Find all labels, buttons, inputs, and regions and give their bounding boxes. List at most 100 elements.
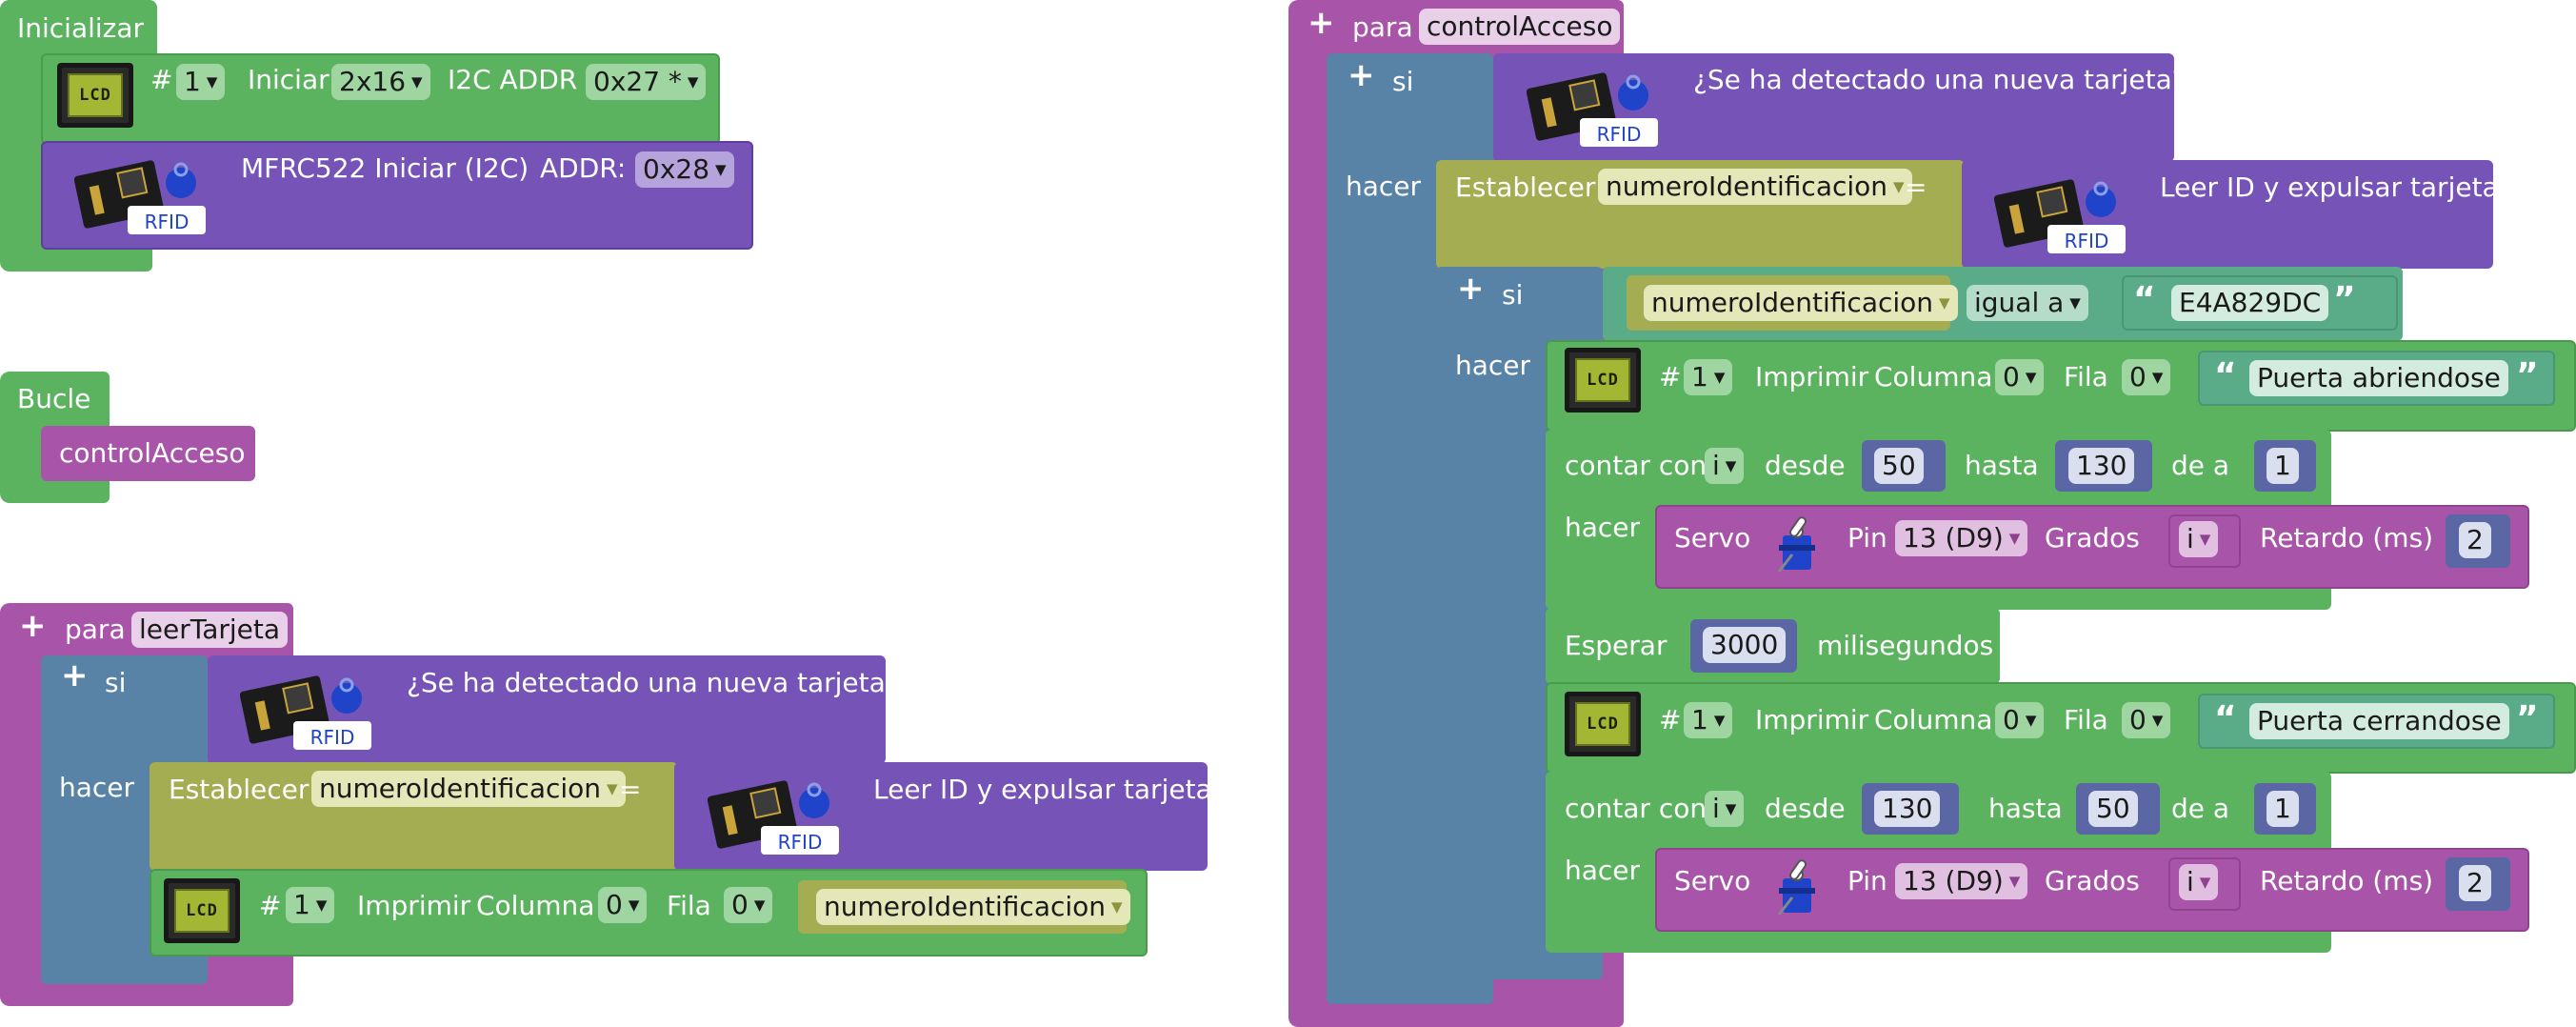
leer-print-var-dropdown[interactable]: numeroIdentificacion▼ bbox=[816, 889, 1130, 925]
svg-text:RFID: RFID bbox=[145, 211, 190, 233]
leer-establecer-label: Establecer bbox=[169, 774, 310, 805]
leer-eq: = bbox=[619, 774, 642, 805]
wait-value-field[interactable]: 3000 bbox=[1703, 627, 1787, 663]
control-acceso-name-field[interactable]: controlAcceso bbox=[1419, 9, 1621, 45]
leer-print-row-dropdown[interactable]: 0▼ bbox=[724, 887, 773, 923]
add-icon[interactable]: + bbox=[1308, 4, 1335, 42]
loop-open-hacer: hacer bbox=[1565, 512, 1641, 543]
loop-close-to-field[interactable]: 50 bbox=[2088, 791, 2138, 827]
control-var-dropdown[interactable]: numeroIdentificacion▼ bbox=[1598, 169, 1912, 205]
bucle-label: Bucle bbox=[17, 383, 91, 414]
servo-close-label: Servo bbox=[1674, 865, 1751, 896]
leer-print-id-dropdown[interactable]: 1▼ bbox=[286, 887, 335, 923]
print-close-id-dropdown[interactable]: 1▼ bbox=[1684, 702, 1733, 738]
quote-close-icon: ” bbox=[2516, 356, 2539, 395]
leer-condition-text: ¿Se ha detectado una nueva tarjeta? bbox=[407, 667, 900, 698]
lcd-hash: # bbox=[150, 64, 173, 95]
loop-open-contar: contar con bbox=[1565, 450, 1707, 481]
chevron-down-icon: ▼ bbox=[1939, 294, 1950, 312]
chevron-down-icon: ▼ bbox=[2151, 712, 2164, 729]
inner-text-field[interactable]: E4A829DC bbox=[2171, 285, 2329, 321]
svg-text:RFID: RFID bbox=[310, 726, 355, 749]
lcd-id-dropdown[interactable]: 1▼ bbox=[176, 64, 226, 100]
lcd-icon: LCD bbox=[1565, 692, 1641, 756]
loop-open-var-dropdown[interactable]: i▼ bbox=[1705, 448, 1745, 484]
print-open-columna: Columna bbox=[1874, 361, 1993, 393]
loop-close-dea: de a bbox=[2171, 793, 2230, 824]
print-close-row-dropdown[interactable]: 0▼ bbox=[2122, 702, 2171, 738]
servo-open-var-dropdown[interactable]: i▼ bbox=[2179, 521, 2219, 557]
quote-open-icon: “ bbox=[2214, 356, 2237, 395]
svg-text:RFID: RFID bbox=[1597, 123, 1642, 146]
print-open-text-field[interactable]: Puerta abriendose bbox=[2249, 360, 2508, 396]
control-acceso-para: para bbox=[1352, 11, 1413, 43]
svg-text:RFID: RFID bbox=[2065, 230, 2109, 252]
leer-print-columna: Columna bbox=[476, 890, 595, 921]
leer-si-label: si bbox=[105, 667, 127, 698]
print-close-col-dropdown[interactable]: 0▼ bbox=[1995, 702, 2045, 738]
control-hacer-label: hacer bbox=[1346, 171, 1422, 202]
chevron-down-icon: ▼ bbox=[2025, 712, 2037, 729]
servo-icon bbox=[1777, 516, 1815, 573]
chevron-down-icon: ▼ bbox=[2025, 369, 2037, 386]
leer-tarjeta-name-field[interactable]: leerTarjeta bbox=[131, 612, 289, 648]
servo-open-pin-dropdown[interactable]: 13 (D9)▼ bbox=[1895, 520, 2028, 556]
leer-print-fila: Fila bbox=[667, 890, 711, 921]
rfid-icon: RFID bbox=[1527, 72, 1658, 147]
loop-open-to-field[interactable]: 130 bbox=[2068, 448, 2135, 484]
add-icon[interactable]: + bbox=[19, 607, 47, 645]
rfid-icon: RFID bbox=[74, 160, 206, 234]
servo-open-delay-field[interactable]: 2 bbox=[2459, 522, 2491, 558]
print-close-text-field[interactable]: Puerta cerrandose bbox=[2249, 703, 2509, 739]
chevron-down-icon: ▼ bbox=[1111, 898, 1123, 916]
quote-open-icon: “ bbox=[2133, 280, 2156, 319]
leer-print-col-dropdown[interactable]: 0▼ bbox=[598, 887, 648, 923]
lcd-size-dropdown[interactable]: 2x16▼ bbox=[331, 64, 430, 100]
rfid-icon: RFID bbox=[240, 675, 371, 750]
servo-close-delay-field[interactable]: 2 bbox=[2459, 865, 2491, 901]
servo-close-pin-dropdown[interactable]: 13 (D9)▼ bbox=[1895, 863, 2028, 899]
loop-close-from-field[interactable]: 130 bbox=[1874, 791, 1941, 827]
chevron-down-icon: ▼ bbox=[628, 896, 640, 914]
loop-close-desde: desde bbox=[1765, 793, 1846, 824]
inner-var-dropdown[interactable]: numeroIdentificacion▼ bbox=[1644, 285, 1958, 321]
add-icon[interactable]: + bbox=[1457, 270, 1485, 308]
print-close-columna: Columna bbox=[1874, 704, 1993, 735]
bucle-call-block[interactable] bbox=[41, 426, 255, 481]
servo-close-pin-label: Pin bbox=[1847, 865, 1887, 896]
loop-open-step-field[interactable]: 1 bbox=[2266, 448, 2299, 484]
servo-close-var-dropdown[interactable]: i▼ bbox=[2179, 864, 2219, 900]
print-open-id-dropdown[interactable]: 1▼ bbox=[1684, 359, 1733, 395]
rfid-icon: RFID bbox=[1994, 179, 2126, 253]
inner-op-dropdown[interactable]: igual a▼ bbox=[1967, 285, 2088, 321]
rfid-init-label: MFRC522 Iniciar (I2C) bbox=[241, 152, 529, 184]
print-close-imprimir: Imprimir bbox=[1755, 704, 1869, 735]
chevron-down-icon: ▼ bbox=[411, 73, 423, 91]
chevron-down-icon: ▼ bbox=[1893, 178, 1905, 195]
lcd-i2c-label: I2C ADDR bbox=[448, 64, 578, 95]
loop-close-step-field[interactable]: 1 bbox=[2266, 791, 2299, 827]
print-open-row-dropdown[interactable]: 0▼ bbox=[2122, 359, 2171, 395]
chevron-down-icon: ▼ bbox=[315, 896, 328, 914]
add-icon[interactable]: + bbox=[61, 656, 89, 695]
servo-close-grados: Grados bbox=[2045, 865, 2140, 896]
control-condition-text: ¿Se ha detectado una nueva tarjeta? bbox=[1693, 64, 2187, 95]
inner-si-label: si bbox=[1502, 279, 1524, 311]
print-open-col-dropdown[interactable]: 0▼ bbox=[1995, 359, 2045, 395]
inicializar-label: Inicializar bbox=[17, 12, 145, 44]
loop-open-from-field[interactable]: 50 bbox=[1874, 448, 1924, 484]
rfid-addr-label: ADDR: bbox=[540, 152, 627, 184]
add-icon[interactable]: + bbox=[1348, 56, 1375, 94]
servo-open-retardo: Retardo (ms) bbox=[2260, 522, 2434, 554]
rfid-addr-dropdown[interactable]: 0x28▼ bbox=[635, 151, 734, 188]
print-close-hash: # bbox=[1659, 704, 1682, 735]
chevron-down-icon: ▼ bbox=[2199, 874, 2211, 891]
loop-close-var-dropdown[interactable]: i▼ bbox=[1705, 791, 1745, 827]
print-open-fila: Fila bbox=[2064, 361, 2108, 393]
loop-open-desde: desde bbox=[1765, 450, 1846, 481]
chevron-down-icon: ▼ bbox=[753, 896, 766, 914]
leer-var-dropdown[interactable]: numeroIdentificacion▼ bbox=[311, 771, 626, 807]
lcd-addr-dropdown[interactable]: 0x27 *▼ bbox=[586, 64, 707, 100]
chevron-down-icon: ▼ bbox=[607, 780, 618, 797]
inicializar-hat[interactable] bbox=[0, 0, 157, 55]
